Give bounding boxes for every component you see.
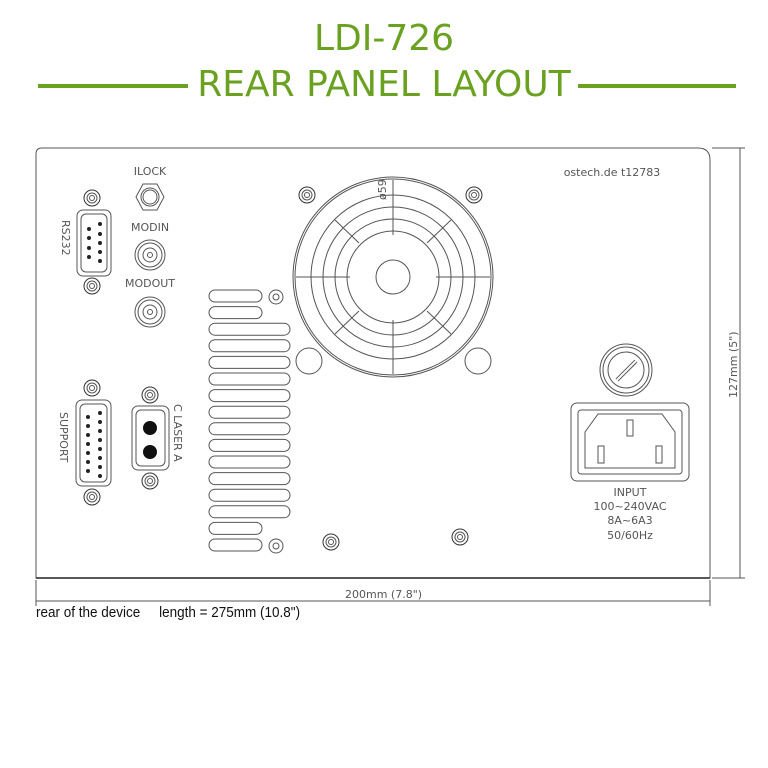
vent-slot [208,538,263,552]
vent-slot [208,455,291,469]
current-label: 8A~6A3 [607,514,652,527]
vent-slot [208,289,263,303]
vent-slot [208,306,263,320]
vent-slot [208,488,291,502]
fuse-holder[interactable] [599,343,653,397]
vent-slot [208,339,291,353]
vent-slot [208,405,291,419]
vent-slot [208,355,291,369]
laser-label: C LASER A [171,404,184,462]
subtitle: REAR PANEL LAYOUT [197,64,571,105]
vent-slot [208,389,291,403]
caption-rear: rear of the device [36,604,141,621]
caption: rear of the device length = 275mm (10.8"… [36,604,300,621]
rs232-label: RS232 [59,220,72,256]
support-connector [75,379,112,506]
frequency-label: 50/60Hz [607,529,653,542]
fan-grille [292,176,494,551]
ilock-label: ILOCK [134,165,167,178]
modout-bnc-connector [134,296,166,328]
panel-outline [35,147,711,579]
vent-slot [208,322,291,336]
vent-slot [208,505,291,519]
vent-slots [208,289,291,552]
fan-diameter-label: ø59 [376,179,389,200]
title-divider-right [578,84,736,88]
width-dimension [35,580,711,606]
vent-slot [208,422,291,436]
width-dimension-label: 200mm (7.8") [345,588,422,601]
voltage-label: 100~240VAC [593,500,666,513]
power-inlet[interactable] [570,402,690,482]
vent-slot [208,472,291,486]
modin-label: MODIN [131,221,169,234]
input-label: INPUT [614,486,647,499]
height-dimension-label: 127mm (5") [727,331,740,398]
vent-slot [208,438,291,452]
brand-label: ostech.de t12783 [564,166,661,179]
title-divider-left [38,84,188,88]
caption-length: length = 275mm (10.8") [159,604,301,621]
vent-slot [208,372,291,386]
rs232-connector [76,189,112,295]
laser-connector [131,386,170,490]
modout-label: MODOUT [125,277,175,290]
vent-slot [208,521,263,535]
ilock-connector [135,183,165,211]
modin-bnc-connector [134,239,166,271]
model-title: LDI-726 [313,18,455,59]
height-dimension [712,147,745,579]
support-label: SUPPORT [57,412,70,463]
